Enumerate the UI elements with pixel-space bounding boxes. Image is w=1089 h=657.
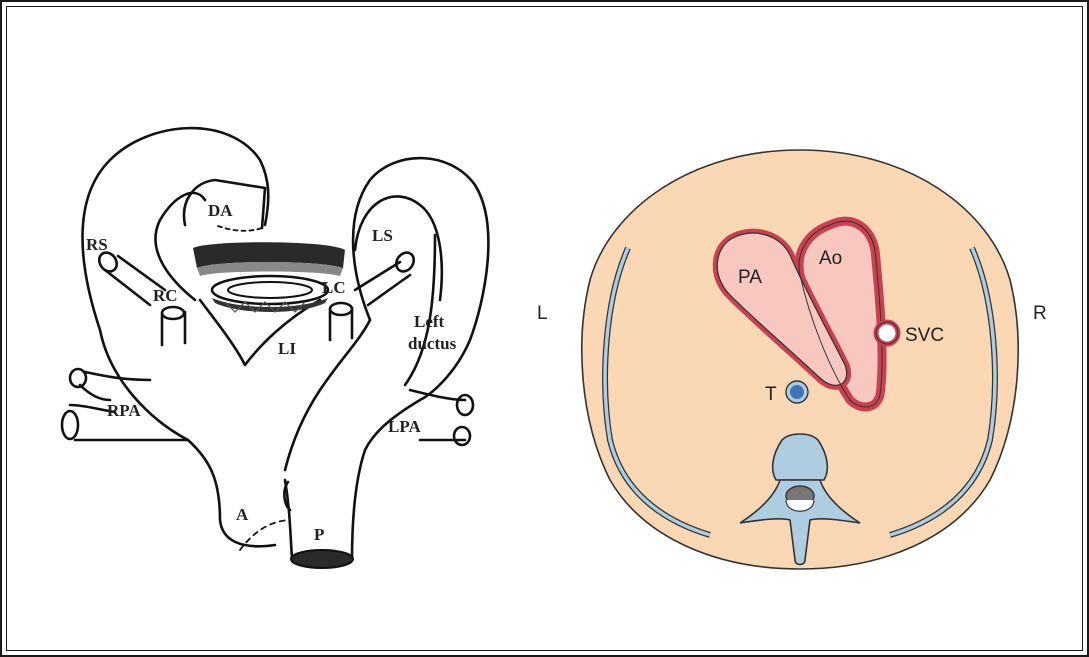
- label-svc: SVC: [905, 325, 944, 346]
- label-ao: Ao: [819, 248, 842, 269]
- label-l: L: [537, 303, 548, 324]
- label-r: R: [1033, 303, 1047, 324]
- label-pa: PA: [738, 267, 762, 288]
- label-t: T: [765, 384, 777, 405]
